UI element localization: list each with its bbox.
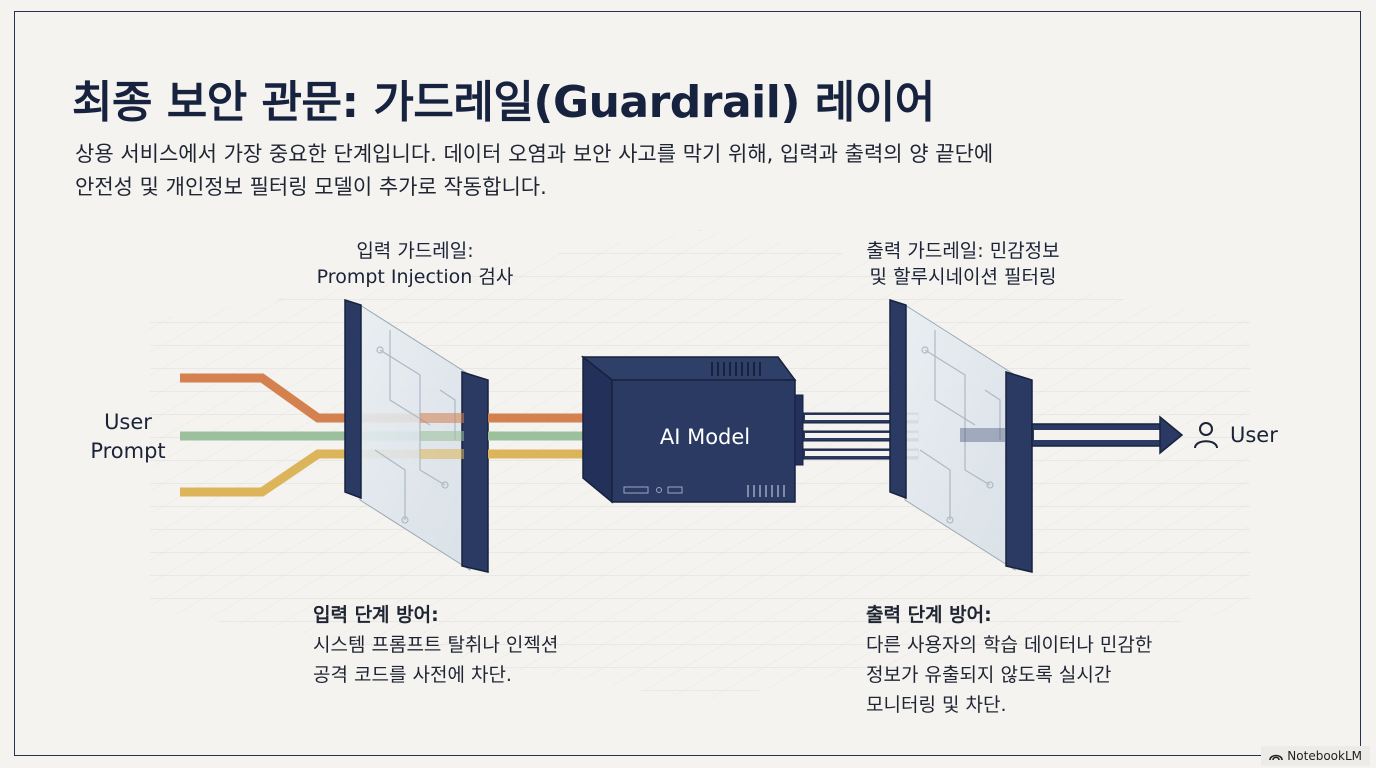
- ai-model-label: AI Model: [659, 425, 751, 449]
- model-input-streams: [488, 413, 600, 459]
- watermark-label: NotebookLM: [1287, 749, 1362, 763]
- page-title: 최종 보안 관문: 가드레일(Guardrail) 레이어: [72, 77, 935, 128]
- input-defense-heading: 입력 단계 방어:: [313, 604, 439, 626]
- output-defense-text: 출력 단계 방어: 다른 사용자의 학습 데이터나 민감한 정보가 유출되지 않…: [866, 600, 1152, 720]
- user-prompt-line-1: User: [104, 410, 152, 434]
- user-output: User: [1192, 420, 1278, 450]
- panel-glow: [420, 413, 464, 459]
- output-defense-line-2: 정보가 유출되지 않도록 실시간: [866, 664, 1112, 686]
- input-guardrail-label: 입력 가드레일: Prompt Injection 검사: [300, 238, 530, 290]
- output-defense-heading: 출력 단계 방어:: [866, 604, 992, 626]
- user-prompt-label: User Prompt: [78, 408, 178, 466]
- output-guardrail-label: 출력 가드레일: 민감정보 및 할루시네이션 필터링: [848, 238, 1078, 290]
- output-guardrail-line-2: 및 할루시네이션 필터링: [869, 266, 1057, 288]
- notebooklm-watermark: NotebookLM: [1261, 746, 1370, 766]
- notebooklm-logo-icon: [1269, 754, 1284, 761]
- output-arrow: [1031, 415, 1184, 455]
- ai-model-box: [580, 355, 804, 504]
- output-guardrail-panel: [889, 298, 1033, 573]
- input-defense-text: 입력 단계 방어: 시스템 프롬프트 탈취나 인젝션 공격 코드를 사전에 차단…: [313, 600, 558, 690]
- input-guardrail-panel: [344, 298, 489, 573]
- input-defense-line-1: 시스템 프롬프트 탈취나 인젝션: [313, 634, 559, 656]
- output-defense-line-3: 모니터링 및 차단.: [866, 694, 1007, 716]
- user-prompt-line-2: Prompt: [90, 439, 166, 463]
- page-subtitle: 상용 서비스에서 가장 중요한 단계입니다. 데이터 오염과 보안 사고를 막기…: [75, 138, 1175, 204]
- slide-frame: [14, 11, 1361, 756]
- output-defense-line-1: 다른 사용자의 학습 데이터나 민감한: [866, 634, 1153, 656]
- input-guardrail-line-1: 입력 가드레일:: [356, 240, 474, 262]
- user-icon: [1194, 422, 1218, 449]
- output-guardrail-line-1: 출력 가드레일: 민감정보: [866, 240, 1060, 262]
- subtitle-line-1: 상용 서비스에서 가장 중요한 단계입니다. 데이터 오염과 보안 사고를 막기…: [75, 142, 994, 166]
- user-output-label: User: [1230, 423, 1278, 447]
- input-defense-line-2: 공격 코드를 사전에 차단.: [313, 664, 512, 686]
- input-guardrail-line-2: Prompt Injection 검사: [316, 266, 514, 288]
- subtitle-line-2: 안전성 및 개인정보 필터링 모델이 추가로 작동합니다.: [75, 175, 547, 199]
